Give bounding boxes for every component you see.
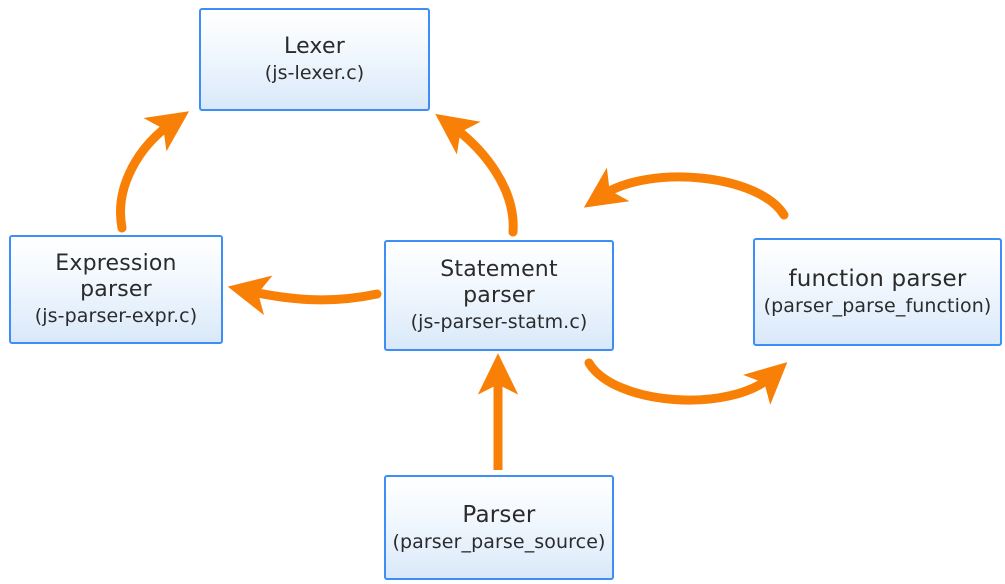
arrow-function-to-statement bbox=[583, 167, 789, 220]
node-parser-subtitle: (parser_parse_source) bbox=[392, 530, 606, 553]
node-parser-title: Parser bbox=[462, 501, 536, 528]
arrow-expression-to-lexer bbox=[116, 111, 190, 233]
node-function-parser-title: function parser bbox=[788, 266, 967, 293]
node-statement-parser-title: Statement parser bbox=[440, 257, 558, 309]
node-statement-parser-subtitle: (js-parser-statm.c) bbox=[410, 311, 588, 334]
node-lexer[interactable]: Lexer (js-lexer.c) bbox=[199, 8, 430, 111]
arrow-statement-to-lexer bbox=[435, 113, 518, 237]
arrow-statement-to-function bbox=[584, 358, 788, 405]
node-expression-parser-subtitle: (js-parser-expr.c) bbox=[34, 305, 198, 328]
node-function-parser-subtitle: (parser_parse_function) bbox=[763, 295, 992, 318]
node-expression-parser[interactable]: Expression parser (js-parser-expr.c) bbox=[9, 235, 223, 344]
node-expression-parser-title: Expression parser bbox=[55, 251, 177, 303]
node-lexer-title: Lexer bbox=[284, 34, 345, 60]
arrow-statement-to-expression bbox=[227, 275, 382, 316]
node-parser[interactable]: Parser (parser_parse_source) bbox=[384, 475, 614, 580]
node-statement-parser[interactable]: Statement parser (js-parser-statm.c) bbox=[384, 240, 614, 351]
node-function-parser[interactable]: function parser (parser_parse_function) bbox=[753, 238, 1002, 346]
node-lexer-subtitle: (js-lexer.c) bbox=[264, 62, 365, 85]
